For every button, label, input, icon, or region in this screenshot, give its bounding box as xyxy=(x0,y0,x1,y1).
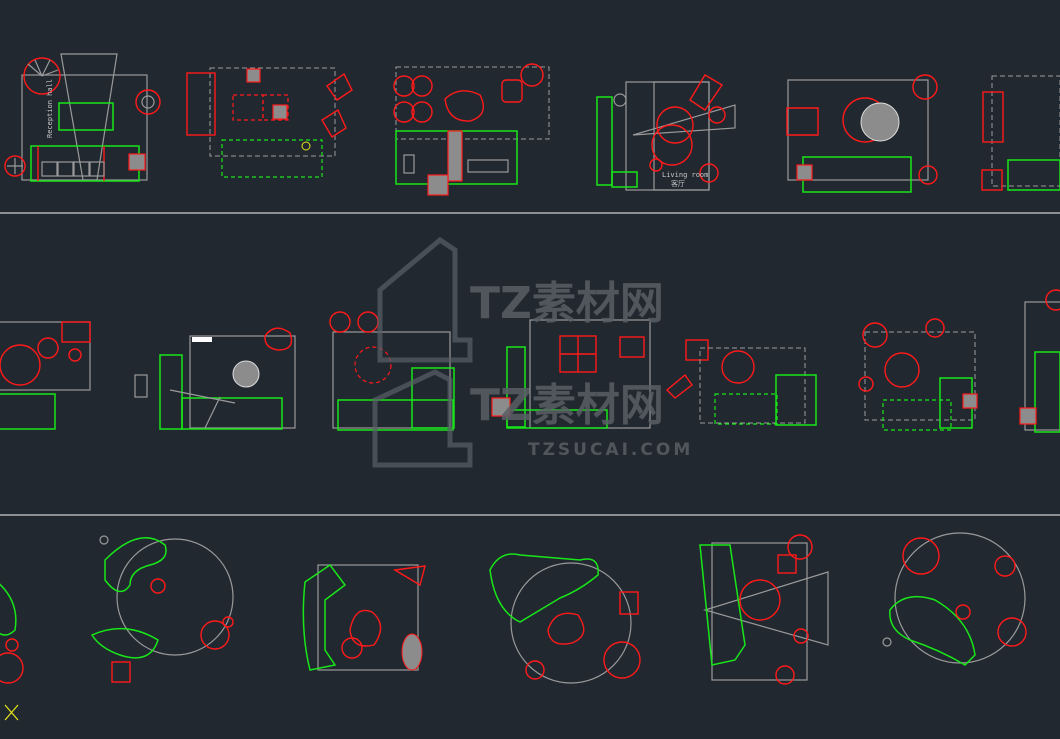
plan-row3-2[interactable] xyxy=(90,535,234,683)
plan-row2-4[interactable] xyxy=(491,319,709,429)
plan-living-5[interactable] xyxy=(786,74,938,193)
plan-row3-1[interactable] xyxy=(0,580,24,721)
plan-row3-5[interactable] xyxy=(699,534,829,685)
reception-hall-label: Reception hall xyxy=(46,79,54,138)
plan-row3-6[interactable] xyxy=(882,532,1027,666)
plan-row2-1[interactable] xyxy=(0,321,91,430)
plan-living-6[interactable] xyxy=(981,75,1060,191)
watermark-brand-cn: TZ素材网 xyxy=(470,278,664,329)
plan-row3-3[interactable] xyxy=(302,563,426,671)
plan-row2-5[interactable] xyxy=(665,347,817,426)
plan-row2-2[interactable] xyxy=(134,327,296,430)
plan-row2-6[interactable] xyxy=(858,318,978,431)
plan-reception-hall[interactable]: Reception hall xyxy=(4,53,161,182)
watermark-brand-cn-2: TZ素材网 xyxy=(470,380,664,431)
living-room-label-cn: 客厅 xyxy=(671,179,685,188)
plan-row3-4[interactable] xyxy=(489,553,641,684)
watermark: TZ素材网 TZ素材网 TZSUCAI.COM xyxy=(372,236,693,468)
plan-living-3[interactable] xyxy=(393,63,550,196)
watermark-brand-en: TZSUCAI.COM xyxy=(528,440,693,460)
plan-living-room[interactable]: Living room 客厅 xyxy=(596,74,736,191)
living-room-label: Living room xyxy=(662,171,708,179)
plan-row2-7[interactable] xyxy=(1019,289,1060,433)
plan-living-2[interactable] xyxy=(186,67,353,178)
